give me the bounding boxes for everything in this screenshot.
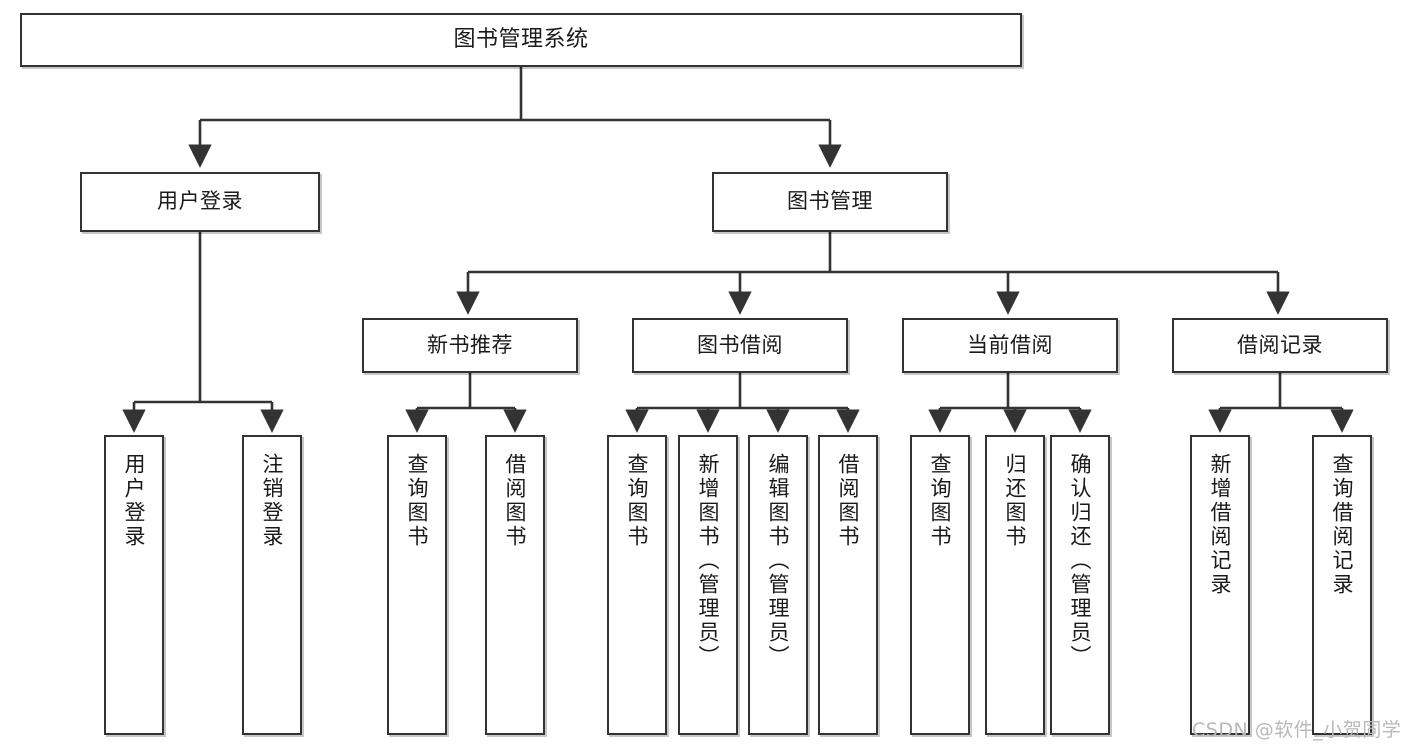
node-label: 新书推荐	[427, 332, 513, 357]
node-user-login-module[interactable]: 用户登录	[80, 172, 320, 232]
node-label: 新增图书（管理员）	[696, 453, 721, 669]
node-leaf-borrow-query-book[interactable]: 查询图书	[607, 435, 667, 735]
node-leaf-user-login[interactable]: 用户登录	[104, 435, 164, 735]
node-leaf-record-query[interactable]: 查询借阅记录	[1312, 435, 1372, 735]
node-leaf-new-query-book[interactable]: 查询图书	[387, 435, 447, 735]
node-label: 用户登录	[122, 453, 147, 549]
node-leaf-borrow-add-book-admin[interactable]: 新增图书（管理员）	[678, 435, 738, 735]
node-borrow-record[interactable]: 借阅记录	[1172, 318, 1388, 373]
node-leaf-record-add[interactable]: 新增借阅记录	[1190, 435, 1250, 735]
node-leaf-current-return-book[interactable]: 归还图书	[985, 435, 1045, 735]
node-label: 确认归还（管理员）	[1068, 453, 1093, 669]
node-book-borrow[interactable]: 图书借阅	[632, 318, 848, 373]
node-label: 当前借阅	[967, 332, 1053, 357]
node-root-system[interactable]: 图书管理系统	[20, 13, 1022, 67]
node-label: 查询图书	[625, 453, 650, 549]
node-leaf-borrow-edit-book-admin[interactable]: 编辑图书（管理员）	[748, 435, 808, 735]
node-new-book-recommend[interactable]: 新书推荐	[362, 318, 578, 373]
node-label: 图书借阅	[697, 332, 783, 357]
node-leaf-current-query-book[interactable]: 查询图书	[910, 435, 970, 735]
node-label: 查询图书	[928, 453, 953, 549]
node-leaf-borrow-lend-book[interactable]: 借阅图书	[818, 435, 878, 735]
node-book-management-module[interactable]: 图书管理	[712, 172, 948, 232]
node-label: 编辑图书（管理员）	[766, 453, 791, 669]
node-leaf-user-logout[interactable]: 注销登录	[242, 435, 302, 735]
node-label: 借阅记录	[1237, 332, 1323, 357]
node-label: 图书管理	[787, 189, 873, 214]
node-label: 新增借阅记录	[1208, 453, 1233, 597]
node-label: 查询借阅记录	[1330, 453, 1355, 597]
node-leaf-new-borrow-book[interactable]: 借阅图书	[485, 435, 545, 735]
node-leaf-current-confirm-return-admin[interactable]: 确认归还（管理员）	[1050, 435, 1110, 735]
node-label: 用户登录	[157, 189, 243, 214]
node-label: 借阅图书	[503, 453, 528, 549]
node-label: 注销登录	[260, 453, 285, 549]
node-label: 查询图书	[405, 453, 430, 549]
node-current-borrow[interactable]: 当前借阅	[902, 318, 1118, 373]
node-label: 图书管理系统	[453, 26, 589, 52]
node-label: 借阅图书	[836, 453, 861, 549]
node-label: 归还图书	[1003, 453, 1028, 549]
